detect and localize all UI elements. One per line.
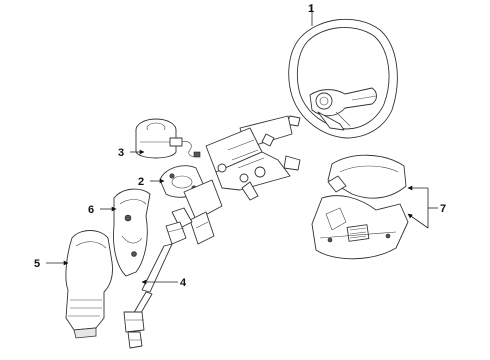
column-covers xyxy=(311,154,409,260)
callout-2: 2 xyxy=(138,176,144,188)
intermediate-shaft xyxy=(123,207,193,349)
column-boot-cover xyxy=(113,188,151,277)
callout-6: 6 xyxy=(88,204,94,216)
leader-line-7b xyxy=(407,213,429,229)
callout-7: 7 xyxy=(440,203,446,215)
ignition-switch xyxy=(135,118,201,159)
callout-3: 3 xyxy=(118,147,124,159)
steering-column-assembly xyxy=(159,115,301,245)
callout-4: 4 xyxy=(180,277,187,289)
steering-shaft-boot xyxy=(65,230,113,339)
steering-wheel xyxy=(288,18,398,139)
callout-5: 5 xyxy=(34,258,40,270)
callout-1: 1 xyxy=(308,3,314,15)
